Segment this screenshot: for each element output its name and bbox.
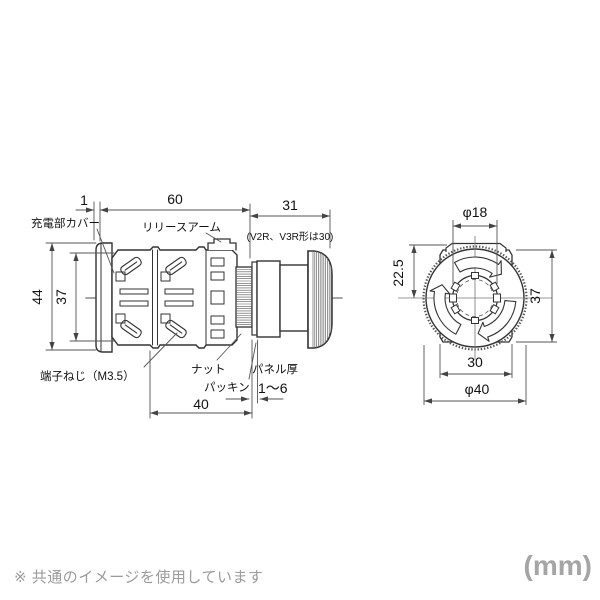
common-image-note: ※ 共通のイメージを使用しています (14, 569, 264, 586)
leader-cover (96, 228, 115, 274)
flange-cover (95, 242, 113, 353)
ring-nut (235, 266, 253, 328)
dim-center-offset: 22.5 (390, 259, 406, 286)
front-view: φ18 22.5 37 30 φ40 (390, 204, 557, 405)
front-top-tab (445, 242, 507, 252)
dim-body-length: 60 (167, 191, 183, 207)
label-release-arm: リリースアーム (142, 221, 221, 234)
button-stem (279, 264, 309, 332)
leader-terminal (143, 332, 178, 368)
label-panel-thickness: パネル厚 (252, 363, 298, 376)
side-view: 1 60 31 (V2R、V3R形は30) 44 37 40 充電部カバー リリ… (29, 191, 343, 419)
bushing (256, 260, 281, 338)
dim-front-body-height: 37 (527, 288, 543, 304)
side-dimension-arrows (49, 207, 330, 416)
unit-mm-label: (mm) (523, 550, 592, 581)
dim-button-length: 31 (282, 197, 298, 213)
dim-button-hole: φ18 (463, 204, 488, 220)
leader-release-arm (205, 232, 222, 243)
label-terminal-screw: 端子ねじ（M3.5） (40, 370, 135, 383)
label-nut: ナット (191, 363, 226, 376)
label-panel-range: 1〜6 (258, 380, 288, 396)
reset-rotation-arrows (429, 256, 517, 342)
front-dimension-arrows (411, 223, 555, 404)
dim-cap-diameter: φ40 (465, 381, 490, 397)
switch-body (111, 246, 238, 349)
release-arm (207, 238, 237, 251)
leader-packing (248, 342, 257, 380)
rotation-arrow-top (453, 256, 502, 278)
note-v2r-v3r: (V2R、V3R形は30) (247, 231, 334, 243)
label-cover: 充電部カバー (31, 216, 100, 230)
dim-flange-height: 44 (29, 289, 45, 305)
mushroom-cap (307, 250, 333, 349)
body-detail (115, 257, 225, 339)
dim-body-height: 37 (53, 289, 69, 305)
cap-shading (312, 251, 332, 348)
dim-cover-thickness: 1 (80, 192, 88, 208)
rotation-arrow-left (429, 284, 462, 335)
hole-notches (449, 272, 501, 324)
packing-washer (251, 261, 258, 336)
dim-behind-panel: 40 (193, 396, 209, 412)
leader-nut (216, 333, 242, 361)
dim-front-body-width: 30 (467, 354, 483, 370)
rotation-arrow-bottom (477, 300, 517, 342)
label-packing: パッキン (204, 381, 250, 394)
nut-knurl-texture (236, 269, 252, 325)
terminal-screws (120, 256, 187, 339)
